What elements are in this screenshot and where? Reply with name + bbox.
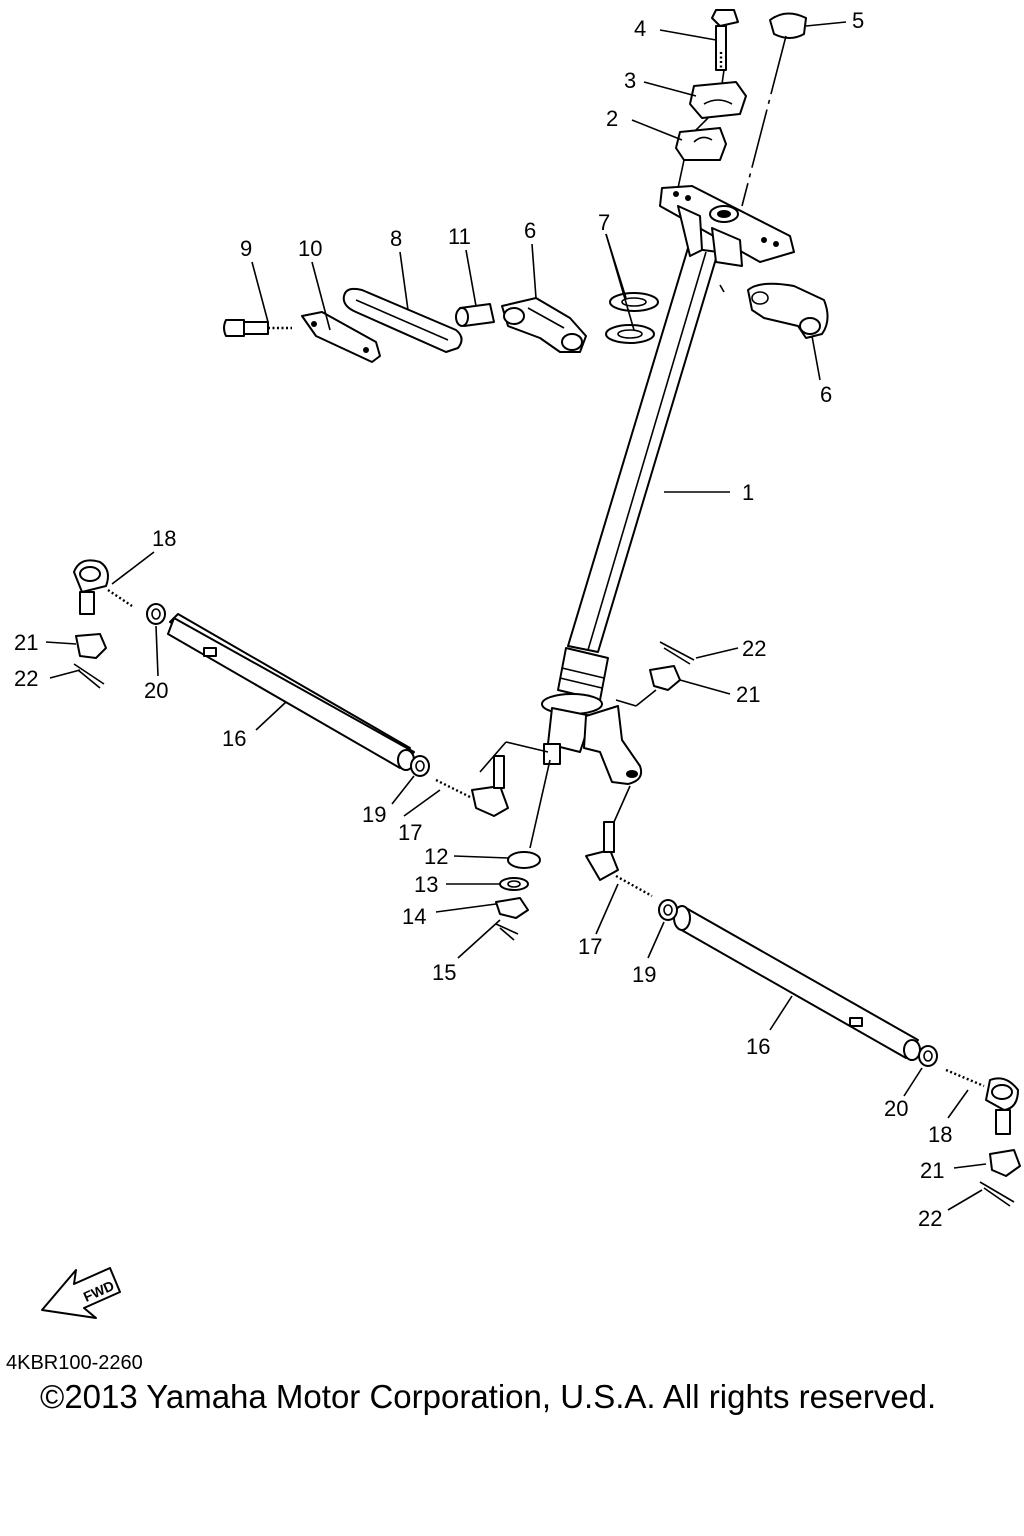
- callout-21-right: 21: [920, 1158, 944, 1183]
- sleeve: [455, 303, 495, 327]
- callout-7: 7: [598, 210, 610, 235]
- rod-end-inner-right: [585, 821, 653, 898]
- callout-5: 5: [852, 8, 864, 33]
- callout-4: 4: [634, 16, 646, 41]
- cotter-pin-mid: [659, 641, 695, 665]
- callout-22-mid: 22: [742, 636, 766, 661]
- callout-8: 8: [390, 226, 402, 251]
- clip: [342, 287, 463, 353]
- nut-19-right: [658, 899, 678, 921]
- callout-9: 9: [240, 236, 252, 261]
- callout-16-right: 16: [746, 1034, 770, 1059]
- callout-17-left: 17: [398, 820, 422, 845]
- callout-10: 10: [298, 236, 322, 261]
- nut-21-left: [75, 633, 107, 659]
- callout-15: 15: [432, 960, 456, 985]
- callout-6-left: 6: [524, 218, 536, 243]
- callout-3: 3: [624, 68, 636, 93]
- callout-14: 14: [402, 904, 426, 929]
- callout-20-left: 20: [144, 678, 168, 703]
- rod-end-right: [945, 1068, 1019, 1135]
- rod-end-left: [73, 559, 133, 615]
- fwd-arrow-icon: FWD: [41, 1267, 121, 1319]
- leader-lines: [45, 21, 987, 1211]
- copyright: ©2013 Yamaha Motor Corporation, U.S.A. A…: [40, 1378, 937, 1415]
- bottom-stack: [495, 851, 541, 941]
- callout-18-left: 18: [152, 526, 176, 551]
- cotter-pin-left: [73, 663, 105, 689]
- bolt-side: [223, 319, 292, 337]
- callout-22-right: 22: [918, 1206, 942, 1231]
- callout-22-left: 22: [14, 666, 38, 691]
- tie-rod-left: [167, 613, 415, 771]
- holder-upper: [689, 81, 747, 119]
- callout-1: 1: [742, 480, 754, 505]
- callout-6-right: 6: [820, 382, 832, 407]
- callout-17-right: 17: [578, 934, 602, 959]
- steering-column: [541, 247, 725, 785]
- nut-21-mid: [649, 665, 681, 691]
- callout-11: 11: [448, 224, 471, 249]
- bolt-top: [711, 9, 739, 71]
- callout-18-right: 18: [928, 1122, 952, 1147]
- callout-19-left: 19: [362, 802, 386, 827]
- nut-19-left: [410, 755, 430, 777]
- callout-2: 2: [606, 106, 618, 131]
- tie-rod-right: [673, 905, 921, 1061]
- cap: [769, 12, 807, 39]
- nut-21-right: [989, 1149, 1021, 1177]
- bracket: [301, 311, 381, 363]
- callout-20-right: 20: [884, 1096, 908, 1121]
- collar-half-right: [747, 282, 829, 339]
- washers: [605, 292, 659, 344]
- holder-lower: [675, 127, 727, 161]
- steering-top-bracket: [659, 185, 795, 267]
- callout-16-left: 16: [222, 726, 246, 751]
- nut-20-right: [918, 1045, 938, 1067]
- nut-20-left: [146, 603, 166, 625]
- rod-end-inner-left: [435, 755, 509, 817]
- diagram-code: 4KBR100-2260: [6, 1352, 143, 1374]
- collar-left: [501, 297, 587, 353]
- callouts: 1 2 3 4 5 6 6 7 8 9 10 11 12 13 14 15 16…: [14, 8, 952, 1231]
- cotter-pin-right: [979, 1181, 1015, 1207]
- callout-21-left: 21: [14, 630, 38, 655]
- callout-21-mid: 21: [736, 682, 760, 707]
- callout-19-right: 19: [632, 962, 656, 987]
- callout-13: 13: [414, 872, 438, 897]
- callout-12: 12: [424, 844, 448, 869]
- center-lines: [479, 69, 725, 849]
